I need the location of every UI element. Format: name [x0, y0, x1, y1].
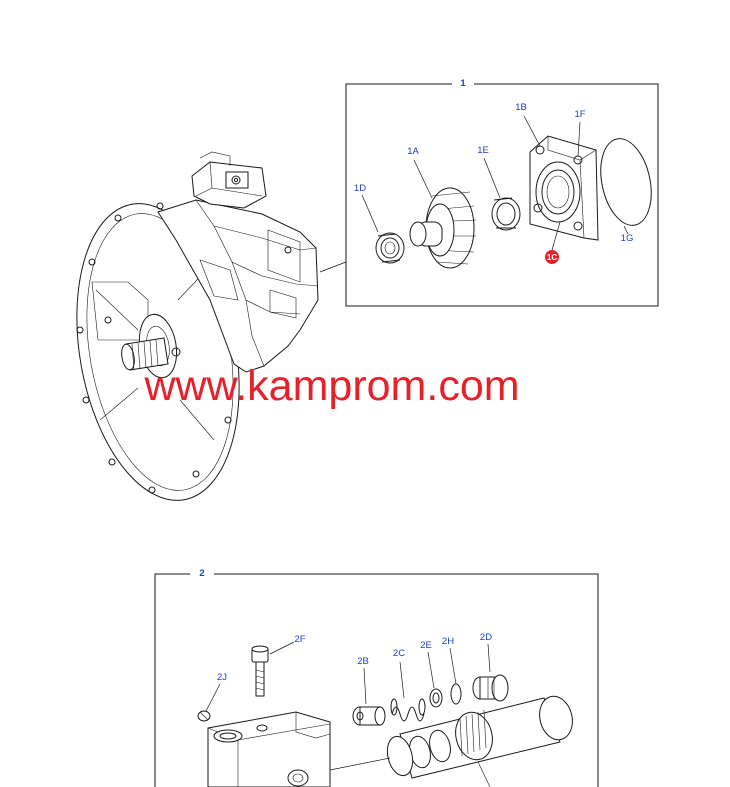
group-2-box: 2	[154, 566, 599, 787]
label-1c[interactable]: 1C	[547, 253, 557, 262]
part-2b-plug	[352, 706, 386, 726]
label-1f[interactable]: 1F	[574, 109, 585, 120]
label-2h[interactable]: 2H	[442, 636, 454, 647]
part-2f-bolt	[251, 645, 269, 697]
part-2c-spring	[390, 698, 426, 722]
part-2h-oring	[450, 683, 462, 705]
pump-assembly-drawing	[76, 151, 347, 501]
label-2j[interactable]: 2J	[217, 672, 227, 683]
label-2c[interactable]: 2C	[393, 648, 405, 659]
group-1-title: 1	[460, 78, 466, 89]
label-2e[interactable]: 2E	[420, 640, 432, 651]
label-1e[interactable]: 1E	[477, 145, 489, 156]
part-valve-block	[207, 711, 331, 787]
part-2j-plug	[197, 710, 211, 722]
watermark-text: www.kamprom.com	[143, 362, 519, 410]
part-valve-cartridge	[386, 695, 573, 787]
label-2b[interactable]: 2B	[357, 656, 369, 667]
part-1g-oring	[600, 138, 652, 226]
part-1c-highlight-marker[interactable]	[545, 250, 559, 264]
label-1b[interactable]: 1B	[515, 102, 527, 113]
part-2e-washer	[429, 688, 443, 708]
part-1e-bearing	[491, 197, 521, 231]
label-1d[interactable]: 1D	[354, 183, 366, 194]
group-2-title: 2	[199, 568, 204, 579]
label-1g[interactable]: 1G	[621, 233, 634, 244]
part-1a-gear	[409, 187, 477, 269]
label-1a[interactable]: 1A	[407, 146, 419, 157]
part-2d-plug	[472, 674, 509, 702]
part-1b-cover	[529, 135, 599, 241]
label-2d[interactable]: 2D	[480, 632, 492, 643]
label-2f[interactable]: 2F	[294, 634, 305, 645]
group-1-box: 1	[345, 76, 659, 307]
part-1d-bearing	[375, 232, 405, 264]
